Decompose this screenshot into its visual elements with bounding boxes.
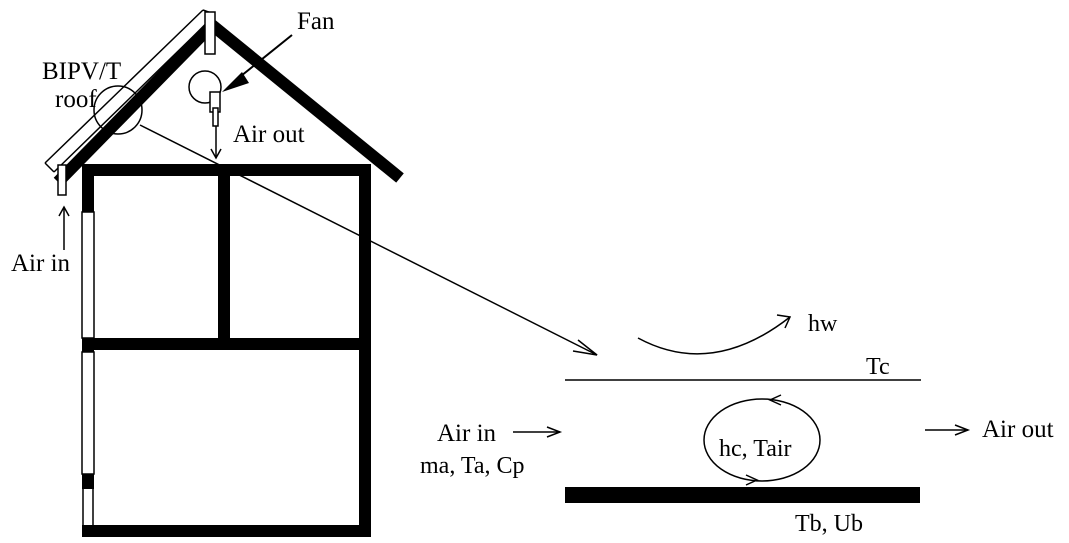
roof-left-slope [53,20,217,187]
channel-air-in-label: Air in [437,420,497,447]
roof-detail-callout-circle [93,85,143,135]
house-left-wall [81,164,95,537]
eave-air-intake [57,164,67,196]
channel-air-out-label: Air out [982,416,1054,443]
house [44,9,598,537]
detail-leader-arrow [139,124,598,356]
window-lower [81,351,95,475]
roof-air-out-label: Air out [233,121,305,148]
window-upper [81,211,95,339]
roof-right-slope [208,20,404,183]
fan-pointer-arrow [222,34,293,92]
hw-label: hw [808,311,838,337]
wind-convection-arrow [637,314,792,355]
tb-ub-label: Tb, Ub [795,511,863,537]
channel-inputs-label: ma, Ta, Cp [420,453,525,479]
internal-convection-loop [703,394,821,486]
tc-label: Tc [866,354,890,380]
channel-air-out-arrow [925,424,971,436]
channel-air-in-arrow [513,426,563,438]
fan-label: Fan [297,8,335,35]
house-air-in-label: Air in [11,250,71,277]
ridge-vent [204,11,216,55]
channel-detail [513,314,971,503]
roof-label: roof [55,86,97,113]
channel-back-plate [565,487,920,503]
fan-air-out-arrow [210,126,222,160]
bipvt-label: BIPV/T [42,58,121,85]
eave-air-in-arrow [58,205,70,250]
fan-icon [188,70,222,127]
hc-tair-label: hc, Tair [719,436,792,462]
